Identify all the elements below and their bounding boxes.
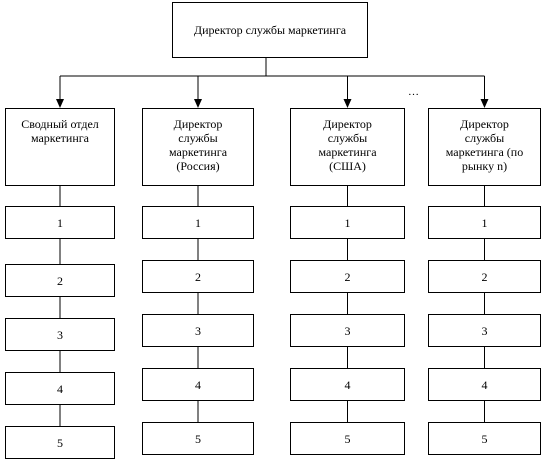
column-1-director-label: Сводный отдел маркетинга: [21, 117, 99, 145]
marketing-director-label: Директор службы маркетинга: [193, 23, 347, 37]
column-3-director-box: Директор службы маркетинга (США): [290, 108, 405, 186]
column-3-item-4-box: 4: [290, 368, 405, 401]
column-2-item-1-label: 1: [195, 215, 201, 230]
column-2-item-5-box: 5: [142, 422, 254, 455]
column-1-arrow-icon: [56, 99, 64, 108]
column-2-item-4-box: 4: [142, 368, 254, 401]
more-columns-ellipsis: …: [408, 86, 419, 98]
column-2-item-3-label: 3: [195, 323, 201, 338]
column-2-director-box: Директор службы маркетинга (Россия): [142, 108, 254, 186]
column-1-item-4-label: 4: [57, 381, 63, 396]
column-4-item-5-label: 5: [481, 431, 488, 446]
column-1-item-3-box: 3: [5, 318, 115, 351]
column-3-item-3-label: 3: [344, 323, 351, 338]
column-4-item-4-box: 4: [428, 368, 541, 401]
column-1-item-2-label: 2: [57, 273, 63, 288]
column-4-item-5-box: 5: [428, 422, 541, 455]
column-2-director-label: Директор службы маркетинга (Россия): [168, 117, 228, 173]
column-4-item-2-label: 2: [481, 269, 488, 284]
column-3-item-3-box: 3: [290, 314, 405, 347]
column-2-item-3-box: 3: [142, 314, 254, 347]
column-1-director-box: Сводный отдел маркетинга: [5, 108, 115, 186]
column-2-item-4-label: 4: [195, 377, 201, 392]
column-1-item-5-box: 5: [5, 426, 115, 459]
column-4-arrow-icon: [480, 99, 489, 108]
column-4-item-1-box: 1: [428, 206, 541, 239]
column-4-item-2-box: 2: [428, 260, 541, 293]
column-3-item-4-label: 4: [344, 377, 351, 392]
column-1-item-2-box: 2: [5, 264, 115, 297]
column-3-item-1-label: 1: [344, 215, 351, 230]
column-2-item-5-label: 5: [195, 431, 201, 446]
column-2-item-1-box: 1: [142, 206, 254, 239]
column-3-director-label: Директор службы маркетинга (США): [318, 117, 377, 173]
column-3-item-5-label: 5: [344, 431, 351, 446]
column-4-item-4-label: 4: [481, 377, 488, 392]
column-1-item-1-box: 1: [5, 206, 115, 239]
marketing-director-box: Директор службы маркетинга: [172, 2, 368, 58]
column-4-director-label: Директор службы маркетинга (по рынку n): [445, 117, 524, 173]
column-1-item-5-label: 5: [57, 435, 63, 450]
column-2-item-2-box: 2: [142, 260, 254, 293]
column-3-item-2-label: 2: [344, 269, 351, 284]
column-2-item-2-label: 2: [195, 269, 201, 284]
column-3-arrow-icon: [343, 99, 352, 108]
column-4-item-1-label: 1: [481, 215, 488, 230]
column-3-item-5-box: 5: [290, 422, 405, 455]
column-1-item-4-box: 4: [5, 372, 115, 405]
column-4-item-3-box: 3: [428, 314, 541, 347]
column-3-item-1-box: 1: [290, 206, 405, 239]
column-2-arrow-icon: [194, 99, 202, 108]
column-4-director-box: Директор службы маркетинга (по рынку n): [428, 108, 541, 186]
column-1-item-3-label: 3: [57, 327, 63, 342]
column-4-item-3-label: 3: [481, 323, 488, 338]
column-3-item-2-box: 2: [290, 260, 405, 293]
column-1-item-1-label: 1: [57, 215, 63, 230]
